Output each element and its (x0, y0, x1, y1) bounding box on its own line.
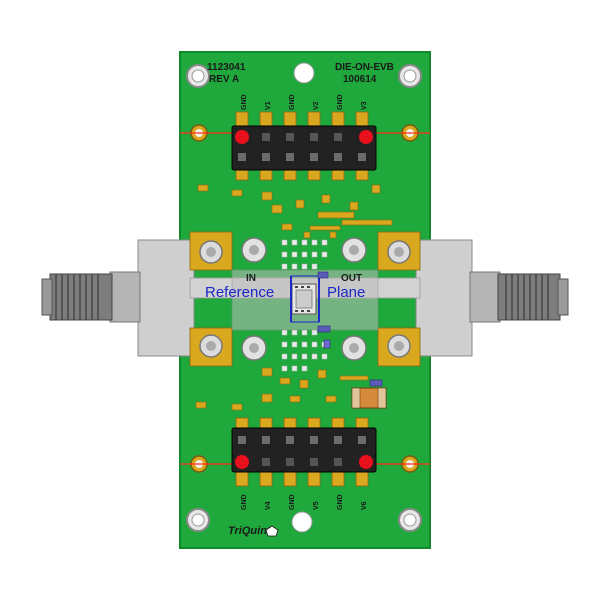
pin-marker-v1-top (235, 130, 249, 144)
bottom-pin-label: GND (241, 494, 248, 510)
plane-label: Plane (327, 284, 365, 301)
reference-label: Reference (205, 284, 274, 301)
part-number: 1123041 (207, 62, 246, 73)
pin-marker-v4-bottom (235, 455, 249, 469)
pin-marker-v3-top (359, 130, 373, 144)
sma-connector-right (415, 239, 569, 357)
small-chip-components (317, 271, 383, 387)
logo-pentagon-icon (265, 525, 279, 537)
bottom-pin-label: V5 (313, 501, 320, 510)
bottom-header-pins (238, 436, 366, 444)
date-code: 100614 (343, 74, 377, 85)
top-pin-label: V3 (361, 101, 368, 110)
top-pin-label: V1 (265, 101, 272, 110)
upper-smd-components (197, 184, 393, 239)
top-pin-label: V2 (313, 101, 320, 110)
triquint-logo: TriQuint (228, 525, 272, 537)
top-pin-label: GND (337, 94, 344, 110)
revision-label: REV A (209, 74, 239, 85)
bottom-pin-label: GND (337, 494, 344, 510)
port-out-label: OUT (341, 273, 362, 284)
sma-connector-left (41, 239, 195, 357)
reference-plane-box (290, 275, 320, 323)
bottom-pin-label: GND (289, 494, 296, 510)
pin-marker-v6-bottom (359, 455, 373, 469)
connector-screws (199, 237, 411, 361)
board-name: DIE-ON-EVB (335, 62, 394, 73)
bottom-pin-header (231, 427, 377, 473)
top-pin-label: GND (289, 94, 296, 110)
top-header-pins (238, 153, 366, 161)
top-pin-header (231, 125, 377, 171)
port-in-label: IN (246, 273, 256, 284)
bottom-pin-label: V4 (265, 501, 272, 510)
bottom-header-labels: GND V4 GND V5 GND V6 (241, 494, 368, 510)
mounting-holes (186, 62, 422, 533)
top-header-labels: GND V1 GND V2 GND V3 (241, 94, 368, 110)
die-device (291, 283, 317, 315)
lower-smd-components (195, 367, 369, 411)
bottom-pin-label: V6 (361, 501, 368, 510)
top-pin-label: GND (241, 94, 248, 110)
